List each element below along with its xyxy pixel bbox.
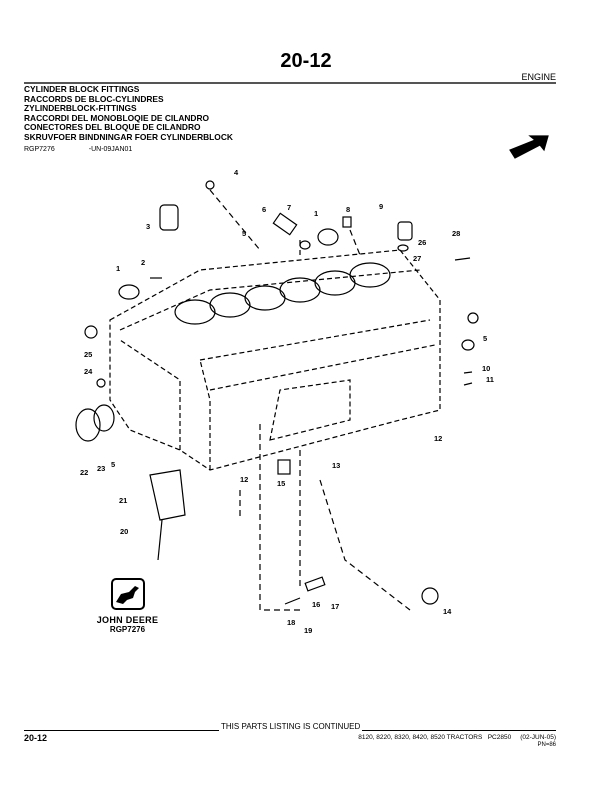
heading: CYLINDER BLOCK FITTINGS bbox=[24, 84, 140, 94]
heading: CONECTORES DEL BLOQUE DE CILANDRO bbox=[24, 122, 201, 133]
callout: 21 bbox=[119, 496, 128, 505]
callout: 9 bbox=[379, 202, 384, 211]
footer-pn: PN=86 bbox=[537, 742, 556, 748]
callout: 11 bbox=[486, 375, 494, 384]
callout: 2 bbox=[141, 258, 146, 267]
callout: 19 bbox=[304, 626, 313, 635]
footer-models: 8120, 8220, 8320, 8420, 8520 TRACTORS PC… bbox=[358, 734, 556, 741]
callout: 1 bbox=[116, 264, 121, 273]
callout: 3 bbox=[146, 222, 151, 231]
header-rule bbox=[24, 82, 556, 84]
heading: RACCORDI DEL MONOBLOQIE DE CILANDRO bbox=[24, 112, 210, 123]
john-deere-logo: JOHN DEERE RGP7276 bbox=[90, 578, 165, 634]
footer-page-number: 20-12 bbox=[24, 733, 48, 743]
figure-code: -UN-09JAN01 bbox=[88, 146, 133, 153]
logo-figure-id: RGP7276 bbox=[109, 625, 146, 634]
callout: 15 bbox=[277, 479, 286, 488]
deer-logo-icon bbox=[110, 578, 145, 610]
brand-name: JOHN DEERE bbox=[96, 615, 159, 625]
callout: 14 bbox=[443, 607, 452, 616]
callout: 25 bbox=[84, 350, 93, 359]
heading: SKRUVFOER BINDNINGAR FOER CYLINDERBLOCK bbox=[24, 131, 233, 142]
continued-notice: THIS PARTS LISTING IS CONTINUED bbox=[24, 722, 556, 732]
callout: 24 bbox=[84, 367, 93, 376]
callout: 6 bbox=[262, 205, 267, 214]
callout: 5 bbox=[111, 460, 116, 469]
heading: RACCORDS DE BLOC-CYLINDRES bbox=[24, 93, 164, 104]
figure-reference: RGP7276 -UN-09JAN01 bbox=[24, 146, 166, 153]
callout: 17 bbox=[331, 602, 340, 611]
heading: ZYLINDERBLOCK-FITTINGS bbox=[24, 103, 137, 114]
callout: 10 bbox=[482, 364, 491, 373]
cylinder-bores bbox=[174, 262, 391, 325]
parts bbox=[75, 180, 479, 605]
callout: 16 bbox=[312, 600, 321, 609]
callout: 27 bbox=[413, 254, 422, 263]
callout: 22 bbox=[80, 468, 89, 477]
continued-text: THIS PARTS LISTING IS CONTINUED bbox=[221, 722, 361, 731]
arrow-icon bbox=[509, 135, 549, 159]
callout: 20 bbox=[120, 527, 129, 536]
callout: 1 bbox=[314, 209, 319, 218]
callout: 7 bbox=[287, 203, 292, 212]
page-title: 20-12 bbox=[280, 50, 332, 72]
callout: 8 bbox=[346, 205, 351, 214]
callout: 5 bbox=[242, 229, 247, 238]
callout: 23 bbox=[97, 464, 106, 473]
callout: 5 bbox=[483, 334, 488, 343]
callout: 4 bbox=[234, 168, 239, 177]
cylinder-block-outline bbox=[109, 249, 441, 471]
callout: 12 bbox=[434, 434, 443, 443]
callout: 12 bbox=[240, 475, 249, 484]
section-label: ENGINE bbox=[521, 72, 556, 82]
multilingual-headings: CYLINDER BLOCK FITTINGS RACCORDS DE BLOC… bbox=[24, 84, 233, 143]
leader-lines bbox=[209, 189, 411, 611]
callout: 13 bbox=[332, 461, 341, 470]
callout: 28 bbox=[452, 229, 461, 238]
figure-id: RGP7276 bbox=[24, 146, 55, 153]
callout: 18 bbox=[287, 618, 296, 627]
callout: 26 bbox=[418, 238, 427, 247]
